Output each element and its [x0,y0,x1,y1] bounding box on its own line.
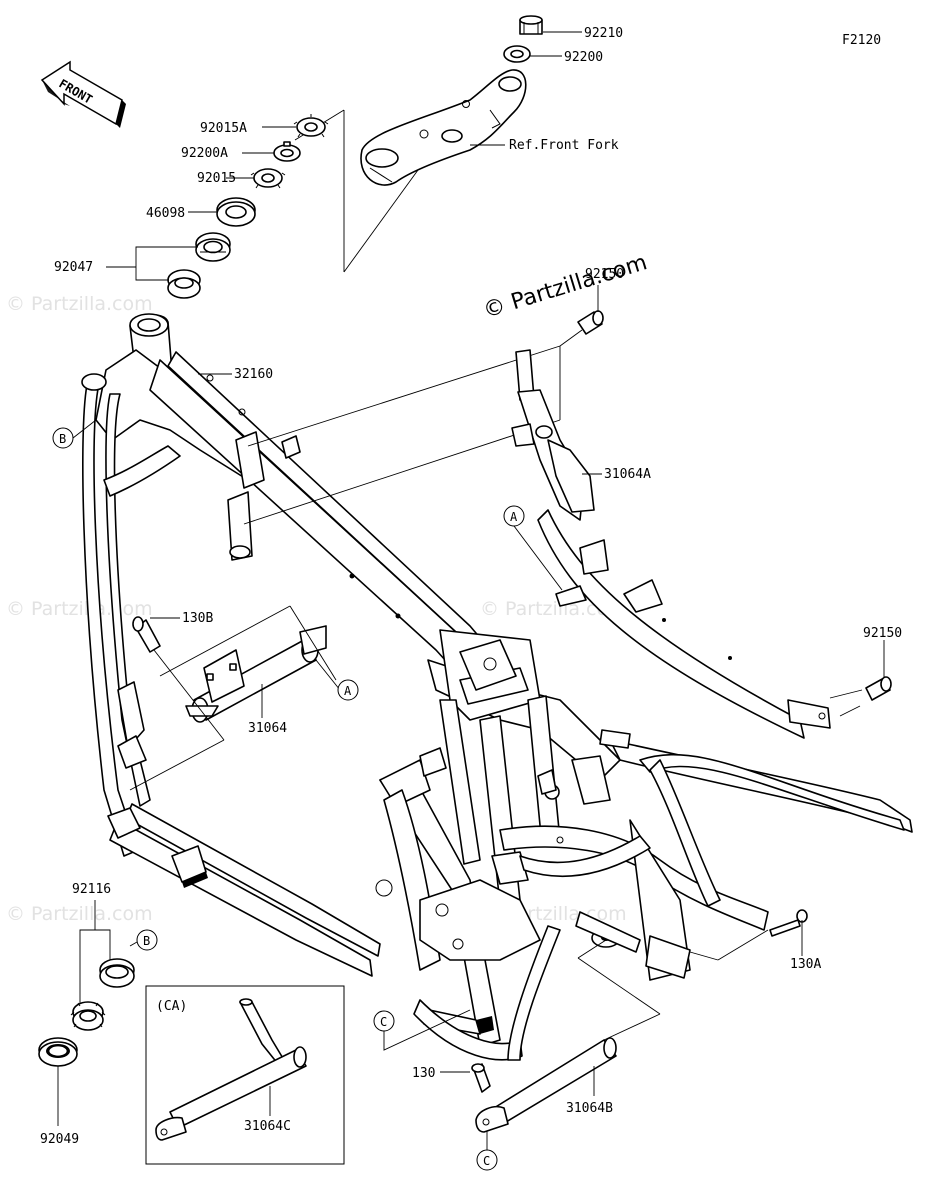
callout-a2: A [503,505,525,527]
bearing-92047-lower [167,269,201,299]
label-92049: 92049 [40,1132,79,1147]
seal-46098 [216,197,256,227]
steering-head-parts: 92210 92200 Ref.Front Fork [54,15,623,299]
rear-frame [491,729,913,1061]
callout-b1: B [52,427,74,449]
label-92015: 92015 [197,171,236,186]
callout-b2-text: B [143,934,150,948]
watermark-1: © Partzilla.com [6,293,153,315]
callout-c2: C [476,1149,498,1171]
label-31064b: 31064B [566,1101,613,1116]
front-arrow-icon: FRONT [40,60,126,128]
diagram-code: F2120 [842,33,881,48]
label-92015a: 92015A [200,121,247,136]
label-92200a: 92200A [181,146,228,161]
label-31064c: 31064C [244,1119,291,1134]
callout-b2: B [136,929,158,951]
callout-c2-text: C [483,1154,490,1168]
inset-ca: (CA) 31064C [145,985,345,1165]
crosstube-31064 [185,625,327,723]
label-46098: 46098 [146,206,185,221]
label-ref-front-fork: Ref.Front Fork [509,138,619,153]
callout-a2-text: A [510,510,518,524]
bearing-92116 [70,1001,106,1031]
bolt-130 [471,1063,491,1093]
label-92150-right: 92150 [863,626,902,641]
callout-a1: A [337,679,359,701]
label-92200: 92200 [564,50,603,65]
label-31064: 31064 [248,721,287,736]
nut-92210 [519,15,543,35]
label-92047: 92047 [54,260,93,275]
label-31064a: 31064A [604,467,651,482]
bolt-92150-top [577,310,604,335]
main-frame-32160 [81,313,621,1061]
guide-lines-31064 [129,605,341,791]
label-130a: 130A [790,957,821,972]
bolt-92150-right [865,676,892,701]
bolt-130b [132,616,161,653]
watermark-2: © Partzilla.com [6,598,153,620]
nut-92015 [250,168,286,189]
seal-92049 [38,1037,78,1067]
label-130b: 130B [182,611,213,626]
label-130: 130 [412,1066,435,1081]
callout-b1-text: B [59,432,66,446]
washer-92200 [503,45,531,63]
copyright-text: © Partzilla.com [480,250,650,324]
upper-bracket-ref [360,69,527,186]
crosstube-31064b [475,1037,617,1133]
bearing-92047-upper [195,232,231,262]
label-32160: 32160 [234,367,273,382]
guide-lines-swingarm [577,929,769,1041]
watermark-3: © Partzilla.com [6,903,153,925]
label-92150-top: 92150 [585,267,624,282]
locknut-92015a [293,114,329,138]
callout-c1-text: C [380,1015,387,1029]
downtube-31064a [511,349,831,739]
crosstube-31064c [155,998,307,1141]
guide-lines-upper [243,329,583,525]
callout-a1-text: A [344,684,352,698]
callout-c1: C [373,1010,395,1032]
watermark-4: © Partzilla.com [480,598,627,620]
lockwasher-92200a [273,141,301,162]
seal-92116 [99,958,135,988]
label-92210: 92210 [584,26,623,41]
inset-label: (CA) [156,999,187,1014]
bolt-130a [769,909,808,937]
label-92116: 92116 [72,882,111,897]
